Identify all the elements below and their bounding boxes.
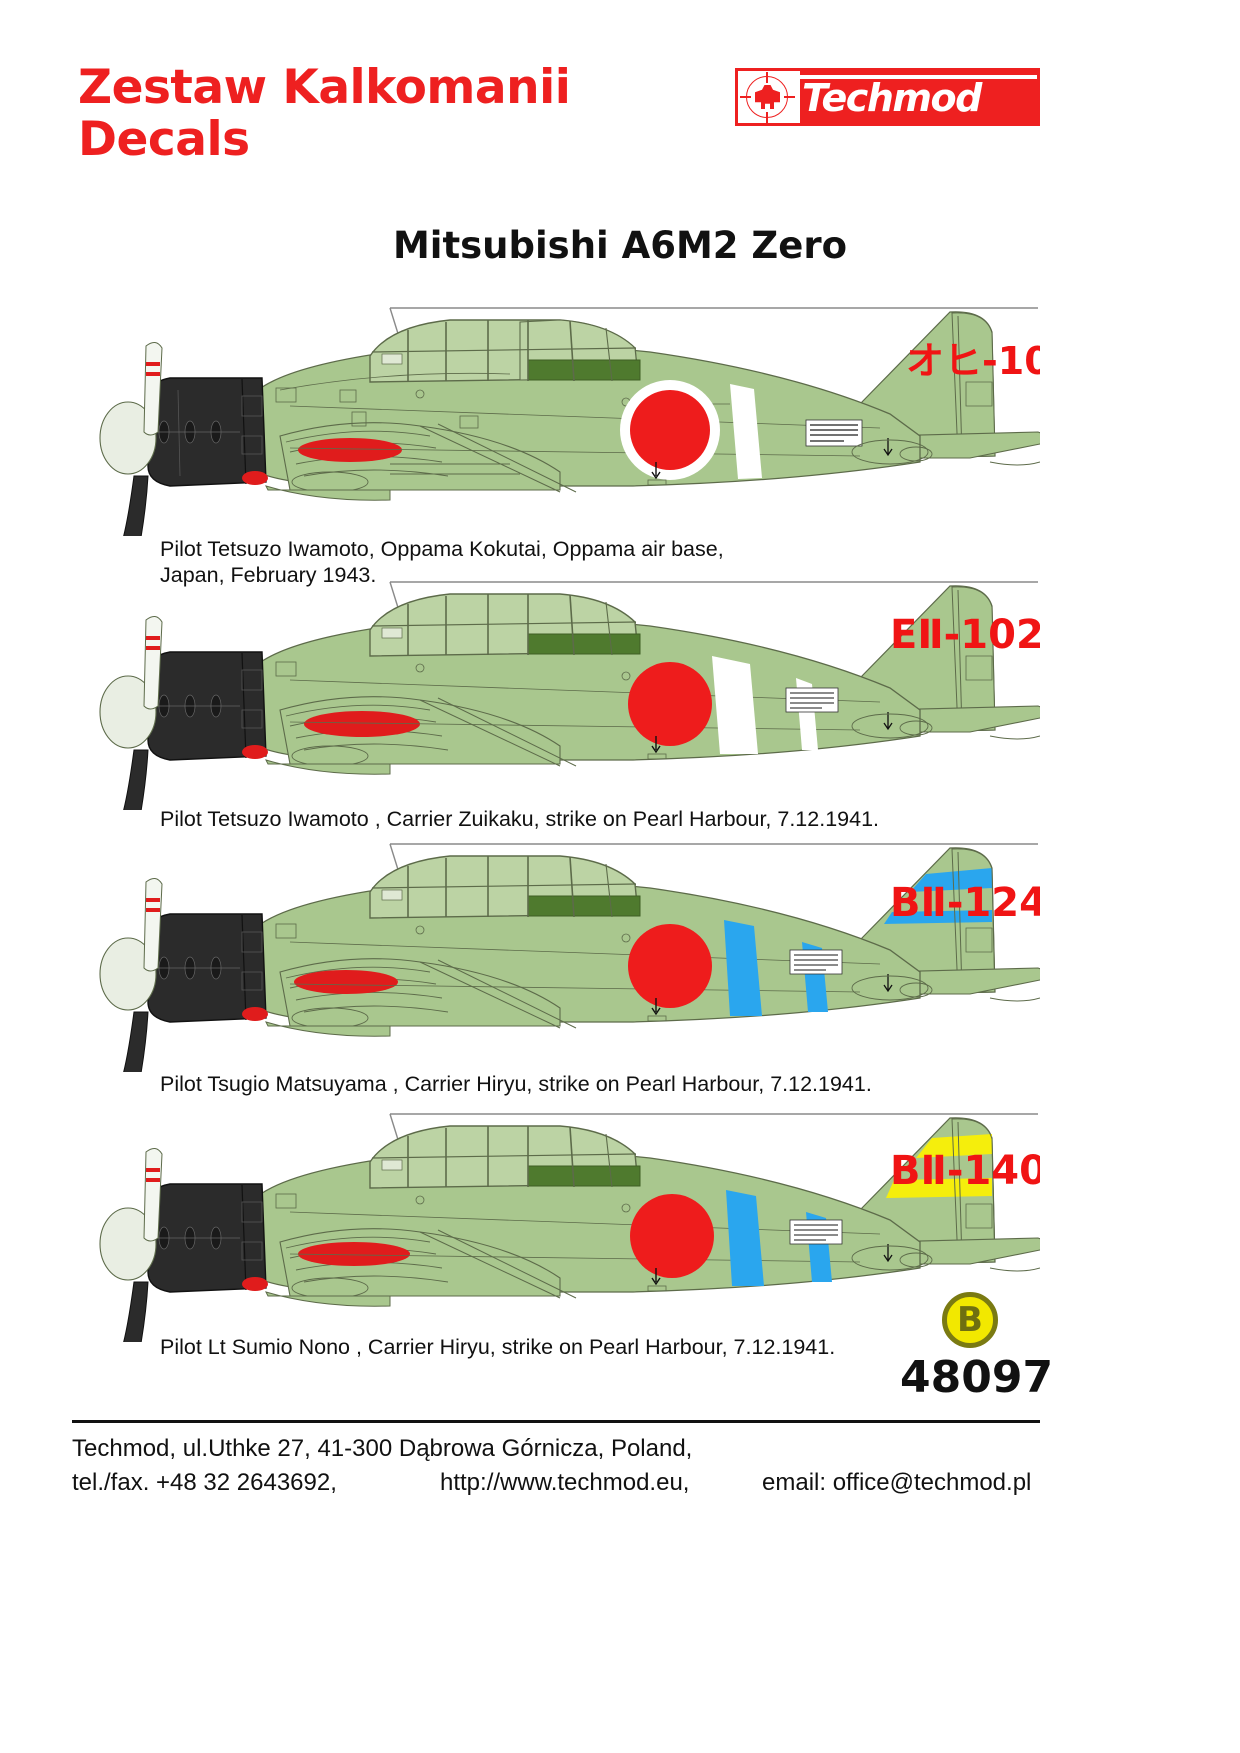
footer-divider xyxy=(72,1420,1040,1423)
profile-caption-4: Pilot Lt Sumio Nono , Carrier Hiryu, str… xyxy=(160,1335,836,1359)
footer-address: Techmod, ul.Uthke 27, 41-300 Dąbrowa Gór… xyxy=(72,1435,693,1462)
page-title: Zestaw Kalkomanii Decals xyxy=(78,62,698,166)
page-title-line1: Zestaw Kalkomanii xyxy=(78,60,571,115)
tail-code-text-4: BⅡ-140 xyxy=(890,1148,1040,1194)
tail-code-text-1: オヒ-101 xyxy=(906,339,1040,383)
profile-caption-1: Pilot Tetsuzo Iwamoto, Oppama Kokutai, O… xyxy=(160,537,724,587)
aircraft-side-view-4: BⅡ-140 xyxy=(90,1092,1040,1342)
footer-phone: tel./fax. +48 32 2643692, xyxy=(72,1469,337,1496)
brand-name: Techmod xyxy=(802,76,982,120)
footer-website[interactable]: http://www.techmod.eu, xyxy=(440,1469,690,1496)
footer: Techmod, ul.Uthke 27, 41-300 Dąbrowa Gór… xyxy=(72,1432,1052,1500)
techmod-logo: Techmod xyxy=(735,68,1040,126)
tail-code-text-3: BⅡ-124 xyxy=(890,880,1040,926)
brand-wordmark: Techmod xyxy=(800,71,1037,123)
aircraft-side-view-2: EⅡ-102 xyxy=(90,560,1040,810)
profile-caption-2: Pilot Tetsuzo Iwamoto , Carrier Zuikaku,… xyxy=(160,807,880,831)
part-number: 48097 xyxy=(900,1352,1054,1403)
footer-email[interactable]: email: office@techmod.pl xyxy=(762,1469,1032,1496)
aircraft-side-view-1: オヒ-101 xyxy=(90,286,1040,536)
target-plane-icon xyxy=(738,71,800,123)
page-title-line2: Decals xyxy=(78,112,250,167)
model-title: Mitsubishi A6M2 Zero xyxy=(392,224,848,267)
tail-code-text-2: EⅡ-102 xyxy=(890,612,1040,658)
scale-badge: B xyxy=(942,1292,998,1348)
profile-caption-3: Pilot Tsugio Matsuyama , Carrier Hiryu, … xyxy=(160,1072,872,1096)
aircraft-side-view-3: BⅡ-124 xyxy=(90,822,1040,1072)
